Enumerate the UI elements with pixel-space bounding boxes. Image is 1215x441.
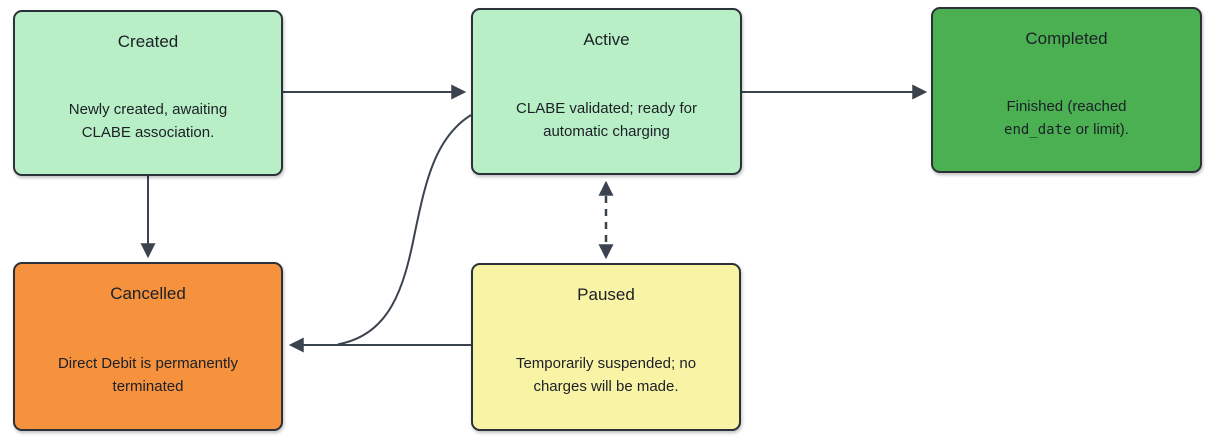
state-active-title: Active (583, 30, 630, 49)
state-active: Active CLABE validated; ready for automa… (471, 8, 742, 175)
state-created: Created Newly created, awaiting CLABE as… (13, 10, 283, 176)
state-completed-title: Completed (1025, 29, 1108, 48)
state-cancelled: Cancelled Direct Debit is permanently te… (13, 262, 283, 431)
state-cancelled-title: Cancelled (110, 284, 186, 303)
state-paused-description: Temporarily suspended; no charges will b… (515, 355, 697, 395)
state-completed-description: Finished (reached end_date or limit). (1004, 97, 1129, 138)
edge-active-to-cancelled-curve (337, 114, 472, 346)
state-cancelled-description: Direct Debit is permanently terminated (57, 354, 239, 395)
state-created-title: Created (117, 32, 179, 51)
state-created-description: Newly created, awaiting CLABE associatio… (68, 101, 228, 141)
state-paused: Paused Temporarily suspended; no charges… (471, 263, 741, 431)
state-active-description: CLABE validated; ready for automatic cha… (516, 99, 697, 140)
state-paused-title: Paused (577, 285, 635, 304)
state-completed: Completed Finished (reached end_date or … (931, 7, 1202, 173)
end-date-code: end_date (1004, 121, 1072, 138)
